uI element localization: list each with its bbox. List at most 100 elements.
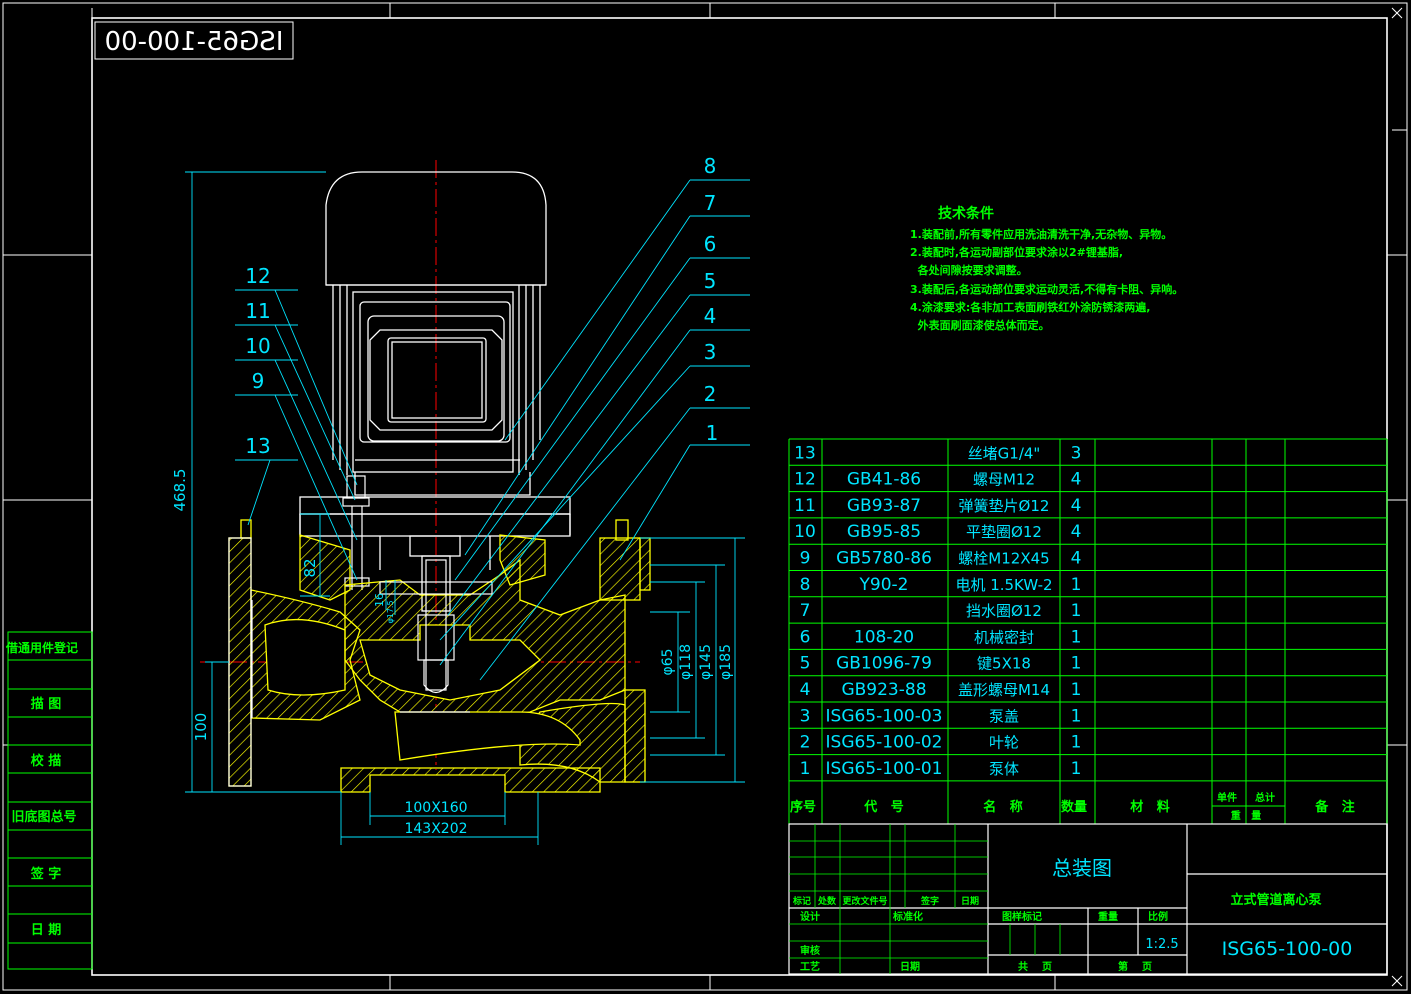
rev-col-1: 处数 — [817, 895, 837, 907]
tech-line-6: 外表面刷面漆使总体而定。 — [910, 318, 1050, 332]
bom-row-code: 108-20 — [854, 627, 914, 647]
dim-100: 100 — [192, 713, 210, 742]
bom-row-name: 叶轮 — [989, 734, 1019, 752]
bom-row-name: 键5X18 — [977, 655, 1031, 673]
bom-row-code: Y90-2 — [859, 575, 909, 595]
rev-col-4: 日期 — [961, 895, 979, 907]
rev-col-2: 更改文件号 — [842, 895, 887, 907]
dim-82: 82 — [301, 558, 319, 577]
bom-row-no: 1 — [800, 759, 811, 779]
bom-row-qty: 1 — [1071, 733, 1082, 753]
bom-row-name: 电机 1.5KW-2 — [955, 576, 1052, 594]
bom-row-qty: 4 — [1071, 470, 1082, 490]
leader-4: 4 — [704, 304, 717, 328]
bom-row-qty: 1 — [1071, 706, 1082, 726]
bom-row-code: ISG65-100-03 — [826, 706, 943, 726]
tb-code: ISG65-100-00 — [1222, 938, 1353, 960]
tb-review: 审核 — [800, 944, 820, 957]
bom-row-code: ISG65-100-01 — [826, 759, 943, 779]
bom-row-no: 9 — [800, 549, 811, 569]
title-block: 标记 处数 更改文件号 签字 日期 设计 标准化 审核 工艺 日期 总装图 立式… — [788, 823, 1388, 975]
bom-header-weight: 重 量 — [1231, 809, 1261, 822]
bom-row-code: GB923-88 — [841, 680, 926, 700]
tech-conditions: 技术条件 1.装配前,所有零件应用洗油清洗干净,无杂物、异物。 2.装配时,各运… — [910, 205, 1183, 332]
bom-row-no: 12 — [794, 470, 816, 490]
leader-1: 1 — [706, 421, 719, 445]
tech-line-4: 3.装配后,各运动部位要求运动灵活,不得有卡阻、异响。 — [910, 282, 1183, 296]
strip-label-0: 借通用件登记 — [5, 640, 78, 655]
bom-row-code: GB95-85 — [847, 522, 921, 542]
leader-9: 9 — [252, 369, 265, 393]
bom-row-name: 泵盖 — [989, 707, 1019, 725]
total-sheets: 共 页 — [1018, 960, 1052, 973]
scale-label: 比例 — [1148, 910, 1168, 923]
tb-date: 日期 — [900, 960, 920, 973]
tech-line-5: 4.涂漆要求:各非加工表面刷铁红外涂防锈漆两遍, — [910, 300, 1150, 314]
sheet-no: 第 页 — [1118, 960, 1152, 973]
bom-header-remark: 备 注 — [1314, 799, 1355, 815]
drawing-code-mirrored: ISG65-100-00 — [105, 27, 284, 57]
bom-row-code: GB5780-86 — [836, 549, 932, 569]
bom-row-no: 3 — [800, 706, 811, 726]
dim-phi185: φ185 — [718, 644, 734, 680]
tech-title: 技术条件 — [938, 205, 994, 222]
dim-16: 16 — [373, 593, 386, 607]
leader-2: 2 — [704, 382, 717, 406]
bom-row-no: 13 — [794, 443, 816, 463]
bom-row-qty: 4 — [1071, 549, 1082, 569]
leader-6: 6 — [704, 232, 717, 256]
tb-design: 设计 — [800, 910, 820, 923]
tb-process: 工艺 — [800, 960, 820, 973]
dim-phi145: φ145 — [698, 644, 714, 680]
corner-marks — [1391, 7, 1407, 987]
pump-body — [228, 519, 651, 793]
bom-row-no: 11 — [794, 496, 816, 516]
tech-line-3: 各处间隙按要求调整。 — [910, 263, 1028, 277]
shaft — [379, 559, 493, 713]
bom-row-code: GB1096-79 — [836, 654, 932, 674]
bom-row-name: 机械密封 — [974, 628, 1034, 646]
dim-phi65: φ65 — [660, 648, 676, 675]
bom-header-code: 代 号 — [863, 799, 904, 815]
bom-row-code: GB41-86 — [847, 470, 921, 490]
bom-row-code: GB93-87 — [847, 496, 921, 516]
bom-row-qty: 4 — [1071, 522, 1082, 542]
scale-value: 1:2.5 — [1145, 937, 1178, 952]
bom-header-name: 名 称 — [983, 799, 1023, 815]
bom-row-code: ISG65-100-02 — [826, 733, 943, 753]
bom-row-qty: 3 — [1071, 443, 1082, 463]
bom-header-qty: 数量 — [1061, 799, 1087, 815]
drawing-name: 总装图 — [1052, 856, 1112, 880]
dim-base2: 143X202 — [404, 821, 467, 837]
dim-base1: 100X160 — [404, 800, 467, 816]
bom-row-name: 泵体 — [989, 760, 1019, 778]
strip-label-2: 校 描 — [31, 753, 62, 769]
bom-row-name: 挡水圈Ø12 — [966, 602, 1042, 620]
leader-8: 8 — [704, 154, 717, 178]
bom-row-qty: 1 — [1071, 654, 1082, 674]
bom-row-no: 8 — [800, 575, 811, 595]
bom-row-qty: 1 — [1071, 627, 1082, 647]
drawing-code-box: ISG65-100-00 — [94, 21, 294, 60]
leader-5: 5 — [704, 269, 717, 293]
tech-line-2: 2.装配时,各运动副部位要求涂以2#锂基脂, — [910, 245, 1123, 259]
product-name: 立式管道离心泵 — [1230, 892, 1321, 908]
bom-row-qty: 1 — [1071, 575, 1082, 595]
leader-lines — [235, 179, 750, 681]
bom-row-qty: 4 — [1071, 496, 1082, 516]
bom-header-no: 序号 — [790, 799, 816, 815]
dim-height: 468.5 — [171, 469, 189, 512]
bom-row-no: 6 — [800, 627, 811, 647]
leader-3: 3 — [704, 340, 717, 364]
strip-label-1: 描 图 — [31, 696, 62, 712]
bom-row-no: 7 — [800, 601, 811, 621]
leader-11: 11 — [245, 299, 270, 323]
bom-row-no: 5 — [800, 654, 811, 674]
leader-7: 7 — [704, 191, 717, 215]
pump-assembly: 468.5 100 82 16 φ17.5 φ65 φ118 φ145 φ185… — [171, 154, 750, 845]
tb-standard: 标准化 — [892, 910, 923, 923]
leader-10: 10 — [245, 334, 270, 358]
